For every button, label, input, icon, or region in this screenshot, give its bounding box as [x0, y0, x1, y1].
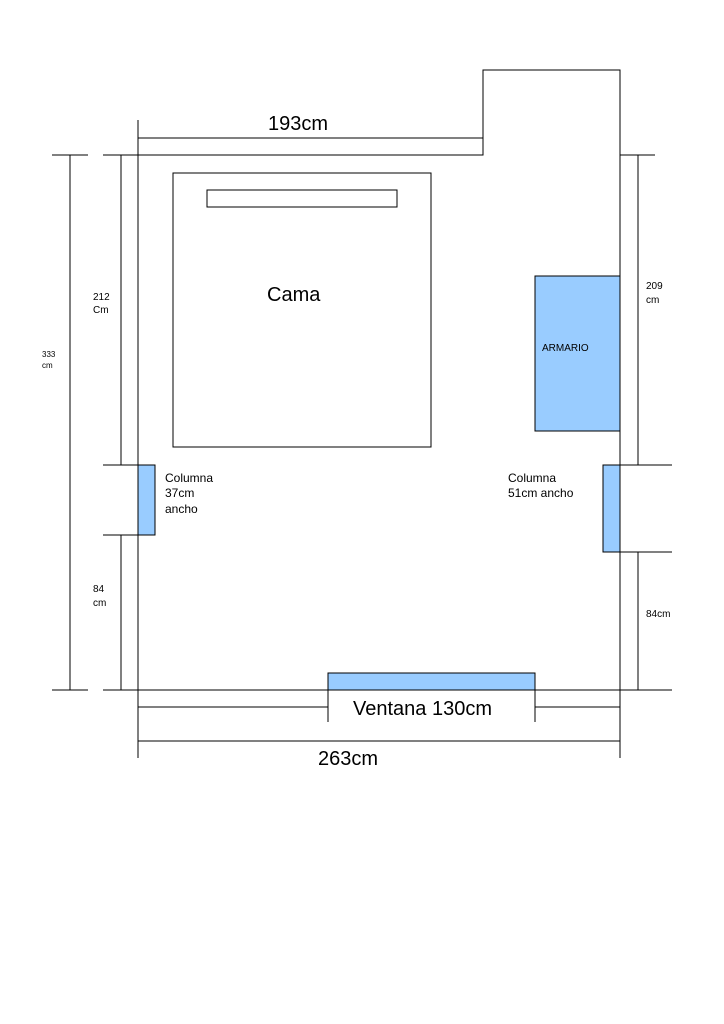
total-height-unit: cm	[42, 361, 53, 370]
right-lower-label: 84cm	[646, 609, 670, 620]
left-upper-value: 212	[93, 292, 110, 303]
column-right-line2: 51cm ancho	[508, 486, 574, 500]
wardrobe	[534, 275, 621, 432]
right-upper-unit: cm	[646, 295, 659, 306]
total-height-value: 333	[42, 350, 56, 359]
window-label: Ventana 130cm	[353, 698, 492, 720]
column-right-line1: Columna	[508, 471, 556, 485]
bed	[172, 172, 432, 448]
left-upper-unit: Cm	[93, 305, 109, 316]
window	[327, 672, 536, 691]
column-left-line3: ancho	[165, 502, 198, 516]
bed-pillow	[206, 189, 398, 208]
column-left-line1: Columna	[165, 471, 213, 485]
column-left	[137, 464, 156, 536]
bed-label: Cama	[267, 284, 321, 306]
column-left-line2: 37cm	[165, 486, 194, 500]
top-width-label: 193cm	[268, 113, 328, 135]
bottom-width-label: 263cm	[318, 748, 378, 770]
column-right	[602, 464, 621, 553]
right-upper-value: 209	[646, 281, 663, 292]
left-lower-unit: cm	[93, 598, 106, 609]
wardrobe-label: ARMARIO	[542, 343, 589, 354]
left-lower-value: 84	[93, 584, 105, 595]
